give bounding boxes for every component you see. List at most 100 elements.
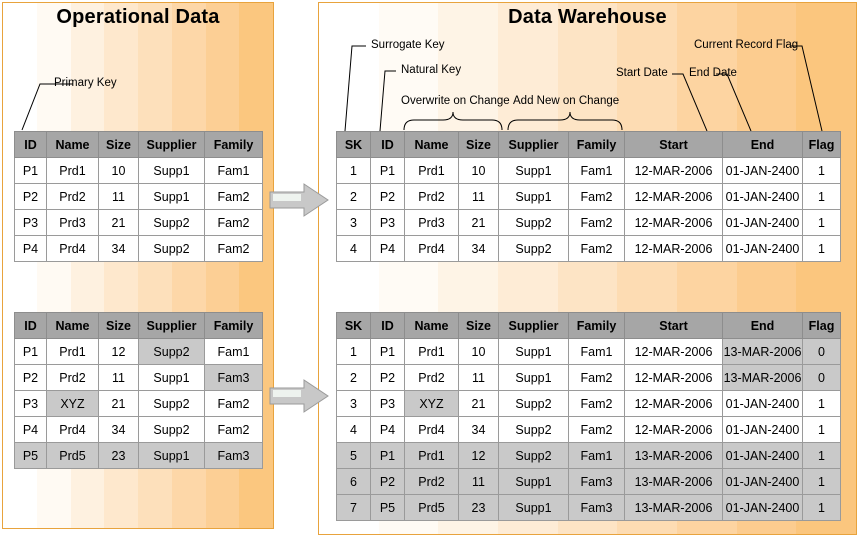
table-cell: 0 xyxy=(802,338,841,365)
annotation-surrogate-key: Surrogate Key xyxy=(371,39,445,51)
table-cell: P1 xyxy=(370,338,405,365)
column-header-flag: Flag xyxy=(802,131,841,158)
table-cell: Prd2 xyxy=(404,364,459,391)
arrow-top xyxy=(269,183,329,217)
table-cell: Fam3 xyxy=(568,468,625,495)
table-cell: 10 xyxy=(458,338,499,365)
table-cell: Prd1 xyxy=(46,157,99,184)
table-cell: Supp1 xyxy=(498,338,569,365)
column-header-size: Size xyxy=(98,131,139,158)
table-cell: 3 xyxy=(336,390,371,417)
table-cell: Supp2 xyxy=(138,390,205,417)
column-header-family: Family xyxy=(568,131,625,158)
table-cell: Prd1 xyxy=(404,442,459,469)
table-cell: 4 xyxy=(336,416,371,443)
column-header-supplier: Supplier xyxy=(138,312,205,339)
table-cell: 34 xyxy=(98,235,139,262)
table-cell: 0 xyxy=(802,364,841,391)
column-header-id: ID xyxy=(14,312,47,339)
table-cell: Prd1 xyxy=(46,338,99,365)
table-cell: 1 xyxy=(802,209,841,236)
table-cell: Fam3 xyxy=(204,364,263,391)
table-cell: Supp2 xyxy=(498,442,569,469)
column-header-family: Family xyxy=(204,312,263,339)
table-cell: Supp2 xyxy=(138,235,205,262)
table-cell: Fam2 xyxy=(204,209,263,236)
table-cell: 21 xyxy=(458,209,499,236)
table-cell: 10 xyxy=(458,157,499,184)
table-cell: 21 xyxy=(98,209,139,236)
table-cell: Supp2 xyxy=(498,416,569,443)
column-header-family: Family xyxy=(204,131,263,158)
table-cell: 11 xyxy=(458,468,499,495)
table-cell: Prd5 xyxy=(404,494,459,521)
table-cell: Supp2 xyxy=(138,416,205,443)
table-cell: 12 xyxy=(98,338,139,365)
column-header-sk: SK xyxy=(336,131,371,158)
table-cell: 1 xyxy=(802,494,841,521)
table-cell: 1 xyxy=(802,235,841,262)
table-cell: Fam2 xyxy=(204,183,263,210)
column-header-start: Start xyxy=(624,312,723,339)
column-header-size: Size xyxy=(458,131,499,158)
table-cell: P1 xyxy=(14,157,47,184)
table-cell: 6 xyxy=(336,468,371,495)
annotation-start-date: Start Date xyxy=(616,67,668,79)
table-cell: 12-MAR-2006 xyxy=(624,390,723,417)
table-cell: Prd3 xyxy=(404,209,459,236)
table-cell: Prd4 xyxy=(46,416,99,443)
table-cell: 23 xyxy=(98,442,139,469)
table-cell: Prd2 xyxy=(404,183,459,210)
table-cell: Fam2 xyxy=(204,416,263,443)
table-cell: Supp1 xyxy=(138,157,205,184)
table-cell: 3 xyxy=(336,209,371,236)
annotation-overwrite-on-change: Overwrite on Change xyxy=(401,95,510,107)
table-cell: Supp2 xyxy=(498,390,569,417)
table-cell: Supp2 xyxy=(498,235,569,262)
table-cell: 01-JAN-2400 xyxy=(722,416,803,443)
table-cell: P3 xyxy=(14,390,47,417)
table-cell: 4 xyxy=(336,235,371,262)
table-cell: 12-MAR-2006 xyxy=(624,416,723,443)
table-cell: 11 xyxy=(458,183,499,210)
table-cell: 12 xyxy=(458,442,499,469)
table-cell: P1 xyxy=(14,338,47,365)
table-cell: 12-MAR-2006 xyxy=(624,157,723,184)
annotation-end-date: End Date xyxy=(689,67,737,79)
table-cell: 13-MAR-2006 xyxy=(722,364,803,391)
column-header-id: ID xyxy=(370,312,405,339)
table-cell: P2 xyxy=(370,468,405,495)
table-cell: P3 xyxy=(14,209,47,236)
annotation-primary-key: Primary Key xyxy=(54,77,117,89)
table-cell: 1 xyxy=(802,157,841,184)
table-cell: Prd3 xyxy=(46,209,99,236)
column-header-size: Size xyxy=(98,312,139,339)
column-header-name: Name xyxy=(46,312,99,339)
annotation-natural-key: Natural Key xyxy=(401,64,462,76)
column-header-supplier: Supplier xyxy=(498,312,569,339)
table-cell: P5 xyxy=(370,494,405,521)
table-cell: 12-MAR-2006 xyxy=(624,235,723,262)
table-cell: Prd4 xyxy=(404,235,459,262)
page-title-operational: Operational Data xyxy=(56,6,220,28)
table-cell: 1 xyxy=(802,468,841,495)
table-cell: 01-JAN-2400 xyxy=(722,468,803,495)
table-cell: Supp1 xyxy=(138,442,205,469)
table-cell: 34 xyxy=(458,416,499,443)
table-cell: Fam2 xyxy=(568,390,625,417)
table-cell: P2 xyxy=(370,364,405,391)
table-cell: Fam1 xyxy=(204,157,263,184)
